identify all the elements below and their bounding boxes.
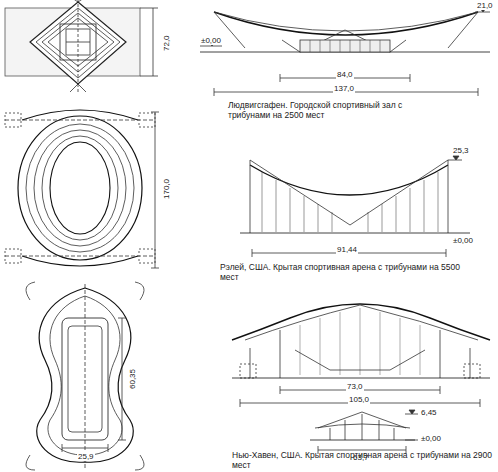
dimension-label: 60,35 (128, 368, 137, 390)
caption-text: Рэлей, США. Крытая спортивная арена с тр… (220, 262, 460, 282)
dimension-label: 6,45 (420, 408, 438, 417)
dimension-label: 21,0 (476, 1, 494, 10)
dimension-label: 25,3 (452, 146, 470, 155)
dimension-label: ±0,00 (420, 434, 442, 443)
dimension-label: 137,0 (333, 84, 355, 93)
caption-text: Людвигсгафен. Городской спортивный зал с… (228, 100, 428, 120)
dimension-label: 170,0 (162, 178, 171, 200)
caption-text: Нью-Хавен, США. Крытая спортивная арена … (232, 450, 492, 470)
dimension-label: ±0,00 (452, 236, 474, 245)
dimension-label: 84,0 (336, 70, 354, 79)
dimension-label: 105,0 (348, 395, 370, 404)
dimension-label: 73,0 (346, 382, 364, 391)
dimension-label: 91,44 (336, 245, 358, 254)
dimension-label: ±0,00 (200, 36, 222, 45)
dimension-label: 25,9 (77, 452, 95, 461)
dimension-label: 72,0 (162, 34, 171, 52)
